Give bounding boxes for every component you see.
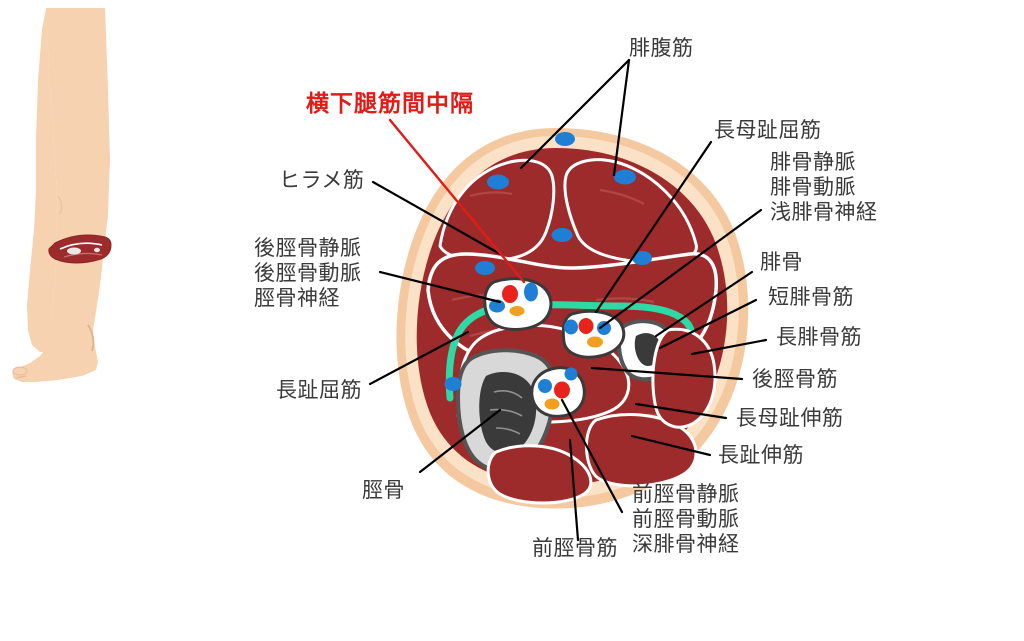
peroneal-vein-2	[597, 321, 611, 335]
leader-peroneal-bundle	[598, 208, 763, 330]
label-posterior-tibial-artery: 後脛骨動脈	[254, 261, 362, 285]
label-soleus: ヒラメ筋	[279, 168, 365, 192]
label-peroneal-artery: 腓骨動脈	[770, 175, 856, 199]
leader-peroneus-brevis	[658, 298, 758, 350]
label-posterior-tibial-bundle: 後脛骨静脈 後脛骨動脈 脛骨神経	[254, 236, 362, 311]
left-leg-diagram	[12, 8, 112, 382]
label-gastrocnemius: 腓腹筋	[629, 36, 694, 60]
label-extensor-digitorum-longus: 長趾伸筋	[718, 443, 804, 467]
extensor-peroneal-group	[584, 413, 698, 488]
leader-fibula	[654, 270, 754, 338]
leader-gastrocnemius-medial	[519, 58, 631, 170]
label-peroneus-longus: 長腓骨筋	[776, 325, 862, 349]
section-muscle	[48, 234, 112, 264]
leader-gastrocnemius-lateral	[612, 58, 631, 177]
vein-dot-center	[551, 228, 573, 242]
section-fascia	[59, 242, 103, 250]
anterior-tibial-vein-1	[538, 379, 552, 393]
big-toe	[12, 366, 28, 376]
leader-soleus	[371, 180, 502, 256]
label-tibialis-posterior: 後脛骨筋	[752, 367, 838, 391]
anterior-tibial-vein-2	[564, 367, 578, 381]
label-fibula: 腓骨	[760, 250, 803, 274]
leader-peroneus-longus	[690, 338, 768, 356]
vein-dot-top-mid	[555, 132, 575, 146]
label-tibial-nerve: 脛骨神経	[254, 286, 340, 310]
posterior-tibial-vein-2	[489, 299, 505, 313]
label-peroneus-brevis: 短腓骨筋	[768, 285, 854, 309]
leader-lines	[368, 58, 768, 542]
label-anterior-tibial-vein: 前脛骨静脈	[632, 482, 740, 506]
leader-transverse-septum	[388, 118, 526, 284]
leader-tibialis-anterior	[568, 438, 580, 542]
leader-edl	[630, 434, 712, 457]
section-tibia	[67, 247, 81, 255]
tibia-marrow	[479, 372, 537, 454]
label-tibialis-anterior: 前脛骨筋	[532, 536, 618, 560]
label-deep-peroneal-nerve: 深腓骨神経	[632, 532, 740, 556]
label-peroneal-bundle: 腓骨静脈 腓骨動脈 浅腓骨神経	[770, 150, 878, 225]
vein-dot-lateral	[614, 169, 636, 185]
section-fibula	[94, 247, 100, 253]
tibialis-anterior	[486, 444, 593, 505]
label-flexor-digitorum-longus: 長趾屈筋	[276, 378, 362, 402]
vein-dot-saphenous	[444, 377, 462, 391]
posterior-tibial-artery	[502, 285, 518, 303]
label-superficial-peroneal-nerve: 浅腓骨神経	[770, 200, 878, 224]
superficial-peroneal-nerve	[587, 336, 603, 348]
posterior-tibial-bundle	[483, 277, 553, 331]
label-tibia: 脛骨	[362, 478, 405, 502]
leader-tibialis-posterior	[590, 366, 744, 381]
label-flexor-hallucis-longus: 長母趾屈筋	[714, 118, 822, 142]
shin-contour	[57, 195, 63, 215]
deep-peroneal-nerve	[544, 398, 560, 410]
leader-posterior-tibial-bundle	[378, 270, 502, 304]
vein-dot-lower-lateral	[632, 251, 652, 265]
anterior-tibial-artery	[554, 381, 570, 399]
leader-ehl	[634, 402, 728, 420]
posterior-tibial-vein-1	[524, 282, 538, 302]
leader-tibia	[418, 408, 502, 474]
label-anterior-tibial-bundle: 前脛骨静脈 前脛骨動脈 深腓骨神経	[632, 482, 740, 557]
label-peroneal-vein: 腓骨静脈	[770, 150, 856, 174]
section-level-band	[48, 234, 112, 264]
label-anterior-tibial-artery: 前脛骨動脈	[632, 507, 740, 531]
peroneal-vein-1	[564, 319, 578, 335]
superficial-veins	[444, 132, 652, 391]
leg-calf	[27, 8, 58, 352]
foot	[12, 340, 98, 382]
vein-dot-lower-medial	[475, 261, 495, 275]
leg-shape	[46, 8, 110, 352]
heel-line	[87, 324, 95, 352]
label-extensor-hallucis-longus: 長母趾伸筋	[736, 406, 844, 430]
leader-anterior-tibial-bundle	[560, 398, 624, 514]
peroneus-muscles	[651, 327, 717, 429]
label-transverse-crural-septum: 横下腿筋間中隔	[306, 91, 474, 117]
leader-fdl	[368, 330, 470, 386]
peroneal-artery	[578, 318, 594, 334]
vein-dot-medial	[487, 174, 509, 190]
anterior-tibial-bundle	[530, 366, 586, 418]
label-posterior-tibial-vein: 後脛骨静脈	[254, 236, 362, 260]
leader-fhl	[594, 140, 713, 314]
tibial-nerve	[509, 306, 525, 316]
tibia-marrow-texture	[489, 390, 523, 435]
section-line-2	[63, 252, 103, 258]
